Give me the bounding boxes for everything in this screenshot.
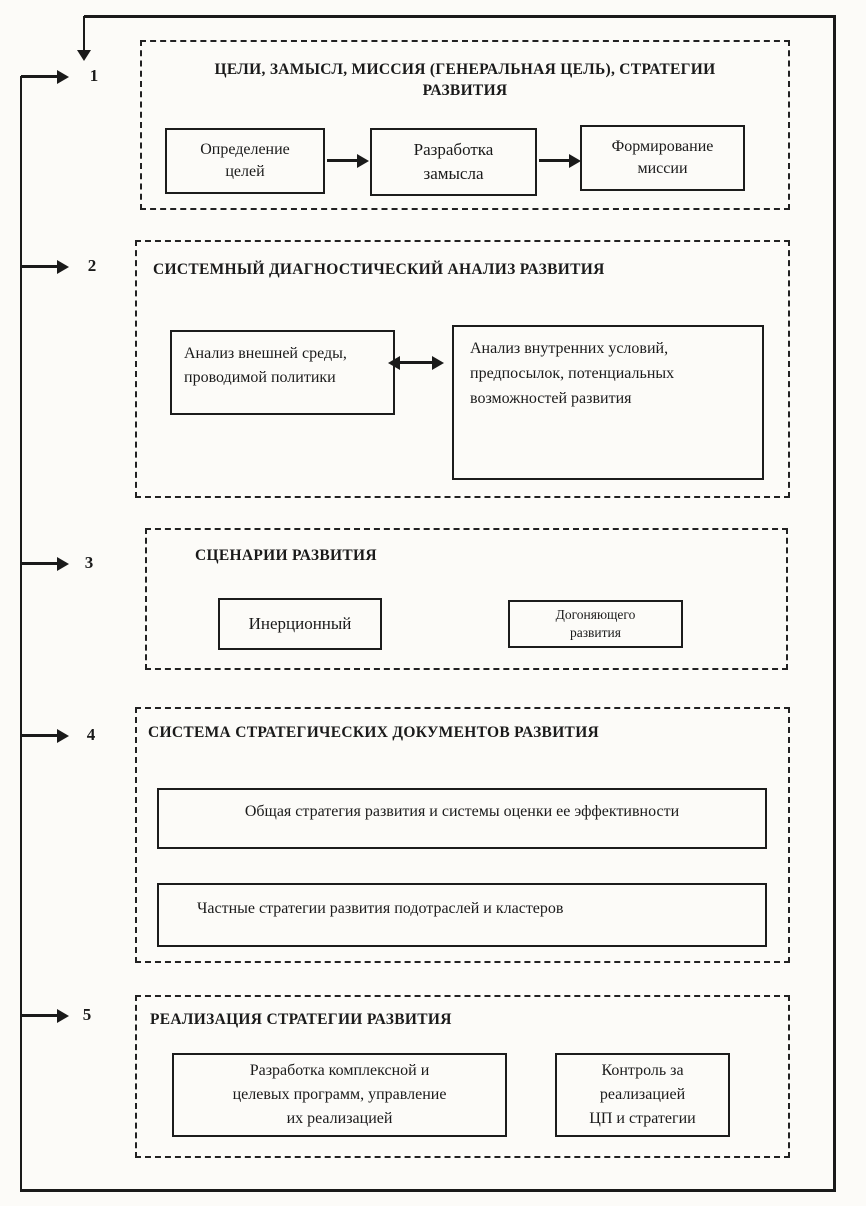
stage-title: СЦЕНАРИИ РАЗВИТИЯ [195,547,377,564]
process-box: Разработка замысла [370,128,537,196]
process-box: Анализ внутренних условий, предпосылок, … [452,325,764,480]
process-box: Частные стратегии развития подотраслей и… [157,883,767,947]
stage-block-realization: РЕАЛИЗАЦИЯ СТРАТЕГИИ РАЗВИТИЯ Разработка… [135,995,790,1158]
stage-block-documents: СИСТЕМА СТРАТЕГИЧЕСКИХ ДОКУМЕНТОВ РАЗВИТ… [135,707,790,963]
stage-number: 2 [87,256,97,275]
stage-block-analysis: СИСТЕМНЫЙ ДИАГНОСТИЧЕСКИЙ АНАЛИЗ РАЗВИТИ… [135,240,790,498]
loop-top-line [84,15,834,18]
stage-title: СИСТЕМНЫЙ ДИАГНОСТИЧЕСКИЙ АНАЛИЗ РАЗВИТИ… [153,261,605,278]
arrow-right-icon [21,75,57,78]
process-box: Контроль за реализацией ЦП и стратегии [555,1053,730,1137]
arrow-right-icon [21,265,57,268]
process-box: Анализ внешней среды, проводимой политик… [170,330,395,415]
stage-number: 5 [82,1005,92,1024]
loop-bottom-line [20,1189,836,1192]
arrow-down-icon [83,16,85,50]
arrow-right-icon [21,562,57,565]
feedback-left-line [20,76,22,1189]
process-box: Разработка комплексной и целевых програм… [172,1053,507,1137]
stage-title: ЦЕЛИ, ЗАМЫСЛ, МИССИЯ (ГЕНЕРАЛЬНАЯ ЦЕЛЬ),… [214,61,716,99]
stage-number: 4 [86,725,96,744]
process-box: Формирование миссии [580,125,745,191]
process-box: Общая стратегия развития и системы оценк… [157,788,767,849]
process-box: Догоняющего развития [508,600,683,648]
process-box: Определение целей [165,128,325,194]
stage-number: 3 [84,553,94,572]
process-box: Инерционный [218,598,382,650]
loop-right-line [833,15,836,1192]
flow-arrow-icon [539,159,569,162]
stage-title: СИСТЕМА СТРАТЕГИЧЕСКИХ ДОКУМЕНТОВ РАЗВИТ… [148,724,600,741]
stage-title: РЕАЛИЗАЦИЯ СТРАТЕГИИ РАЗВИТИЯ [150,1011,452,1028]
arrow-right-icon [21,734,57,737]
stage-block-scenarios: СЦЕНАРИИ РАЗВИТИЯ Инерционный Догоняющег… [145,528,788,670]
stage-block-goals: ЦЕЛИ, ЗАМЫСЛ, МИССИЯ (ГЕНЕРАЛЬНАЯ ЦЕЛЬ),… [140,40,790,210]
flow-arrow-icon [327,159,357,162]
double-arrow-icon [400,361,432,364]
arrow-right-icon [21,1014,57,1017]
stage-number: 1 [89,66,99,85]
